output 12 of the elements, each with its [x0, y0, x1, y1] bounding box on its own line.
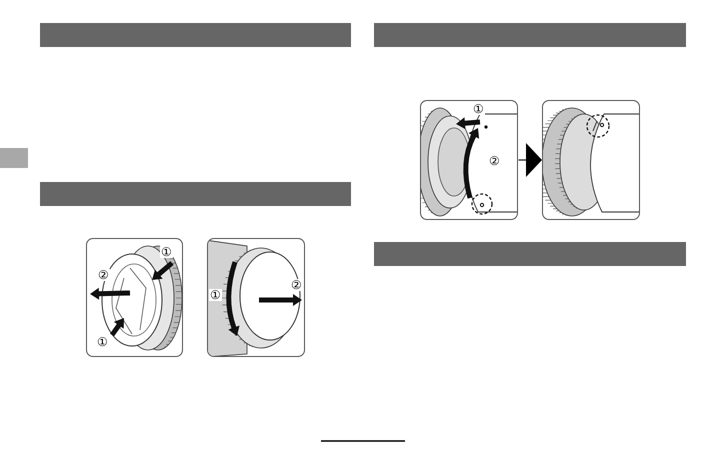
step-number: ①	[96, 336, 109, 348]
step-number: ①	[472, 103, 485, 115]
arrow	[518, 143, 542, 177]
step-number: ②	[488, 155, 501, 167]
step-number: ②	[290, 279, 303, 291]
section-header-bar	[40, 182, 351, 206]
section-header-bar	[374, 23, 686, 47]
step-number: ①	[160, 246, 173, 258]
step-number: ②	[97, 269, 110, 281]
section-header-bar	[40, 23, 351, 47]
section-header-bar	[374, 242, 686, 266]
step-number: ①	[209, 289, 222, 301]
